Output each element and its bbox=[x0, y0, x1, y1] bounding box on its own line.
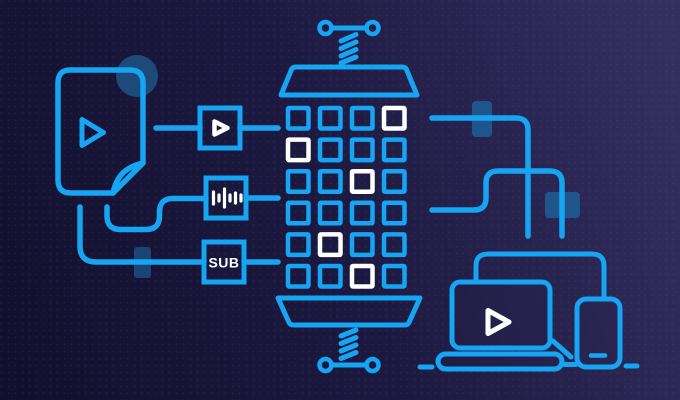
wire-press-to-devices-1 bbox=[429, 115, 531, 239]
decor-circle bbox=[116, 55, 158, 97]
grid-cell bbox=[349, 137, 375, 163]
spring-bottom bbox=[338, 327, 359, 361]
grid-cell bbox=[317, 137, 343, 163]
device-group bbox=[417, 251, 640, 372]
grid-cell bbox=[285, 263, 311, 289]
grid-cell bbox=[317, 200, 343, 226]
wire-file-to-audio bbox=[104, 195, 209, 233]
play-icon bbox=[79, 117, 106, 148]
grid-cell bbox=[285, 137, 311, 163]
grid-cell bbox=[349, 200, 375, 226]
audio-track-frame bbox=[203, 175, 249, 221]
grid-cell bbox=[349, 232, 375, 258]
ground-lines bbox=[417, 363, 640, 370]
wire-file-to-sub bbox=[77, 204, 207, 265]
press-compressor bbox=[275, 19, 423, 374]
grid-cell bbox=[381, 105, 407, 131]
track-boxes: SUB bbox=[197, 105, 249, 285]
grid-cell bbox=[381, 232, 407, 258]
file-fold-corner bbox=[110, 160, 146, 196]
video-track-box bbox=[197, 105, 243, 151]
press-plate-top bbox=[278, 64, 420, 98]
laptop-icon bbox=[435, 279, 565, 372]
grid-cell bbox=[381, 200, 407, 226]
handle-top bbox=[317, 19, 381, 37]
track-wires bbox=[77, 125, 281, 265]
phone-icon bbox=[574, 296, 623, 370]
video-track-frame bbox=[197, 105, 243, 151]
handle-bottom bbox=[317, 356, 381, 374]
grid-cell bbox=[285, 200, 311, 226]
play-icon bbox=[212, 119, 230, 137]
audio-track-box bbox=[203, 175, 249, 221]
grid-cell bbox=[285, 168, 311, 194]
grid-cell bbox=[317, 105, 343, 131]
spring-top bbox=[338, 32, 359, 66]
laptop-base bbox=[435, 351, 565, 372]
grid-cell bbox=[349, 263, 375, 289]
monitor-icon bbox=[473, 251, 607, 300]
grid-cell bbox=[285, 232, 311, 258]
monitor-stand bbox=[550, 338, 579, 367]
subtitle-track-box: SUB bbox=[201, 239, 247, 285]
encoding-grid bbox=[285, 105, 407, 289]
grid-cell bbox=[317, 263, 343, 289]
delivery-wires bbox=[429, 115, 565, 239]
phone-body bbox=[574, 296, 623, 370]
grid-cell bbox=[317, 232, 343, 258]
file-outline bbox=[55, 67, 146, 196]
waveform-icon bbox=[211, 187, 243, 209]
sub-label: SUB bbox=[208, 255, 239, 271]
video-file-icon bbox=[55, 67, 146, 196]
subtitle-track-frame bbox=[201, 239, 247, 285]
grid-cell bbox=[349, 168, 375, 194]
grid-cell bbox=[381, 263, 407, 289]
press-plate-bottom bbox=[275, 295, 423, 328]
grid-cell bbox=[381, 137, 407, 163]
grid-cell bbox=[349, 105, 375, 131]
play-icon bbox=[485, 308, 512, 336]
grid-cell bbox=[381, 168, 407, 194]
wire-press-to-devices-2 bbox=[429, 168, 565, 239]
grid-cell bbox=[317, 168, 343, 194]
grid-cell bbox=[285, 105, 311, 131]
